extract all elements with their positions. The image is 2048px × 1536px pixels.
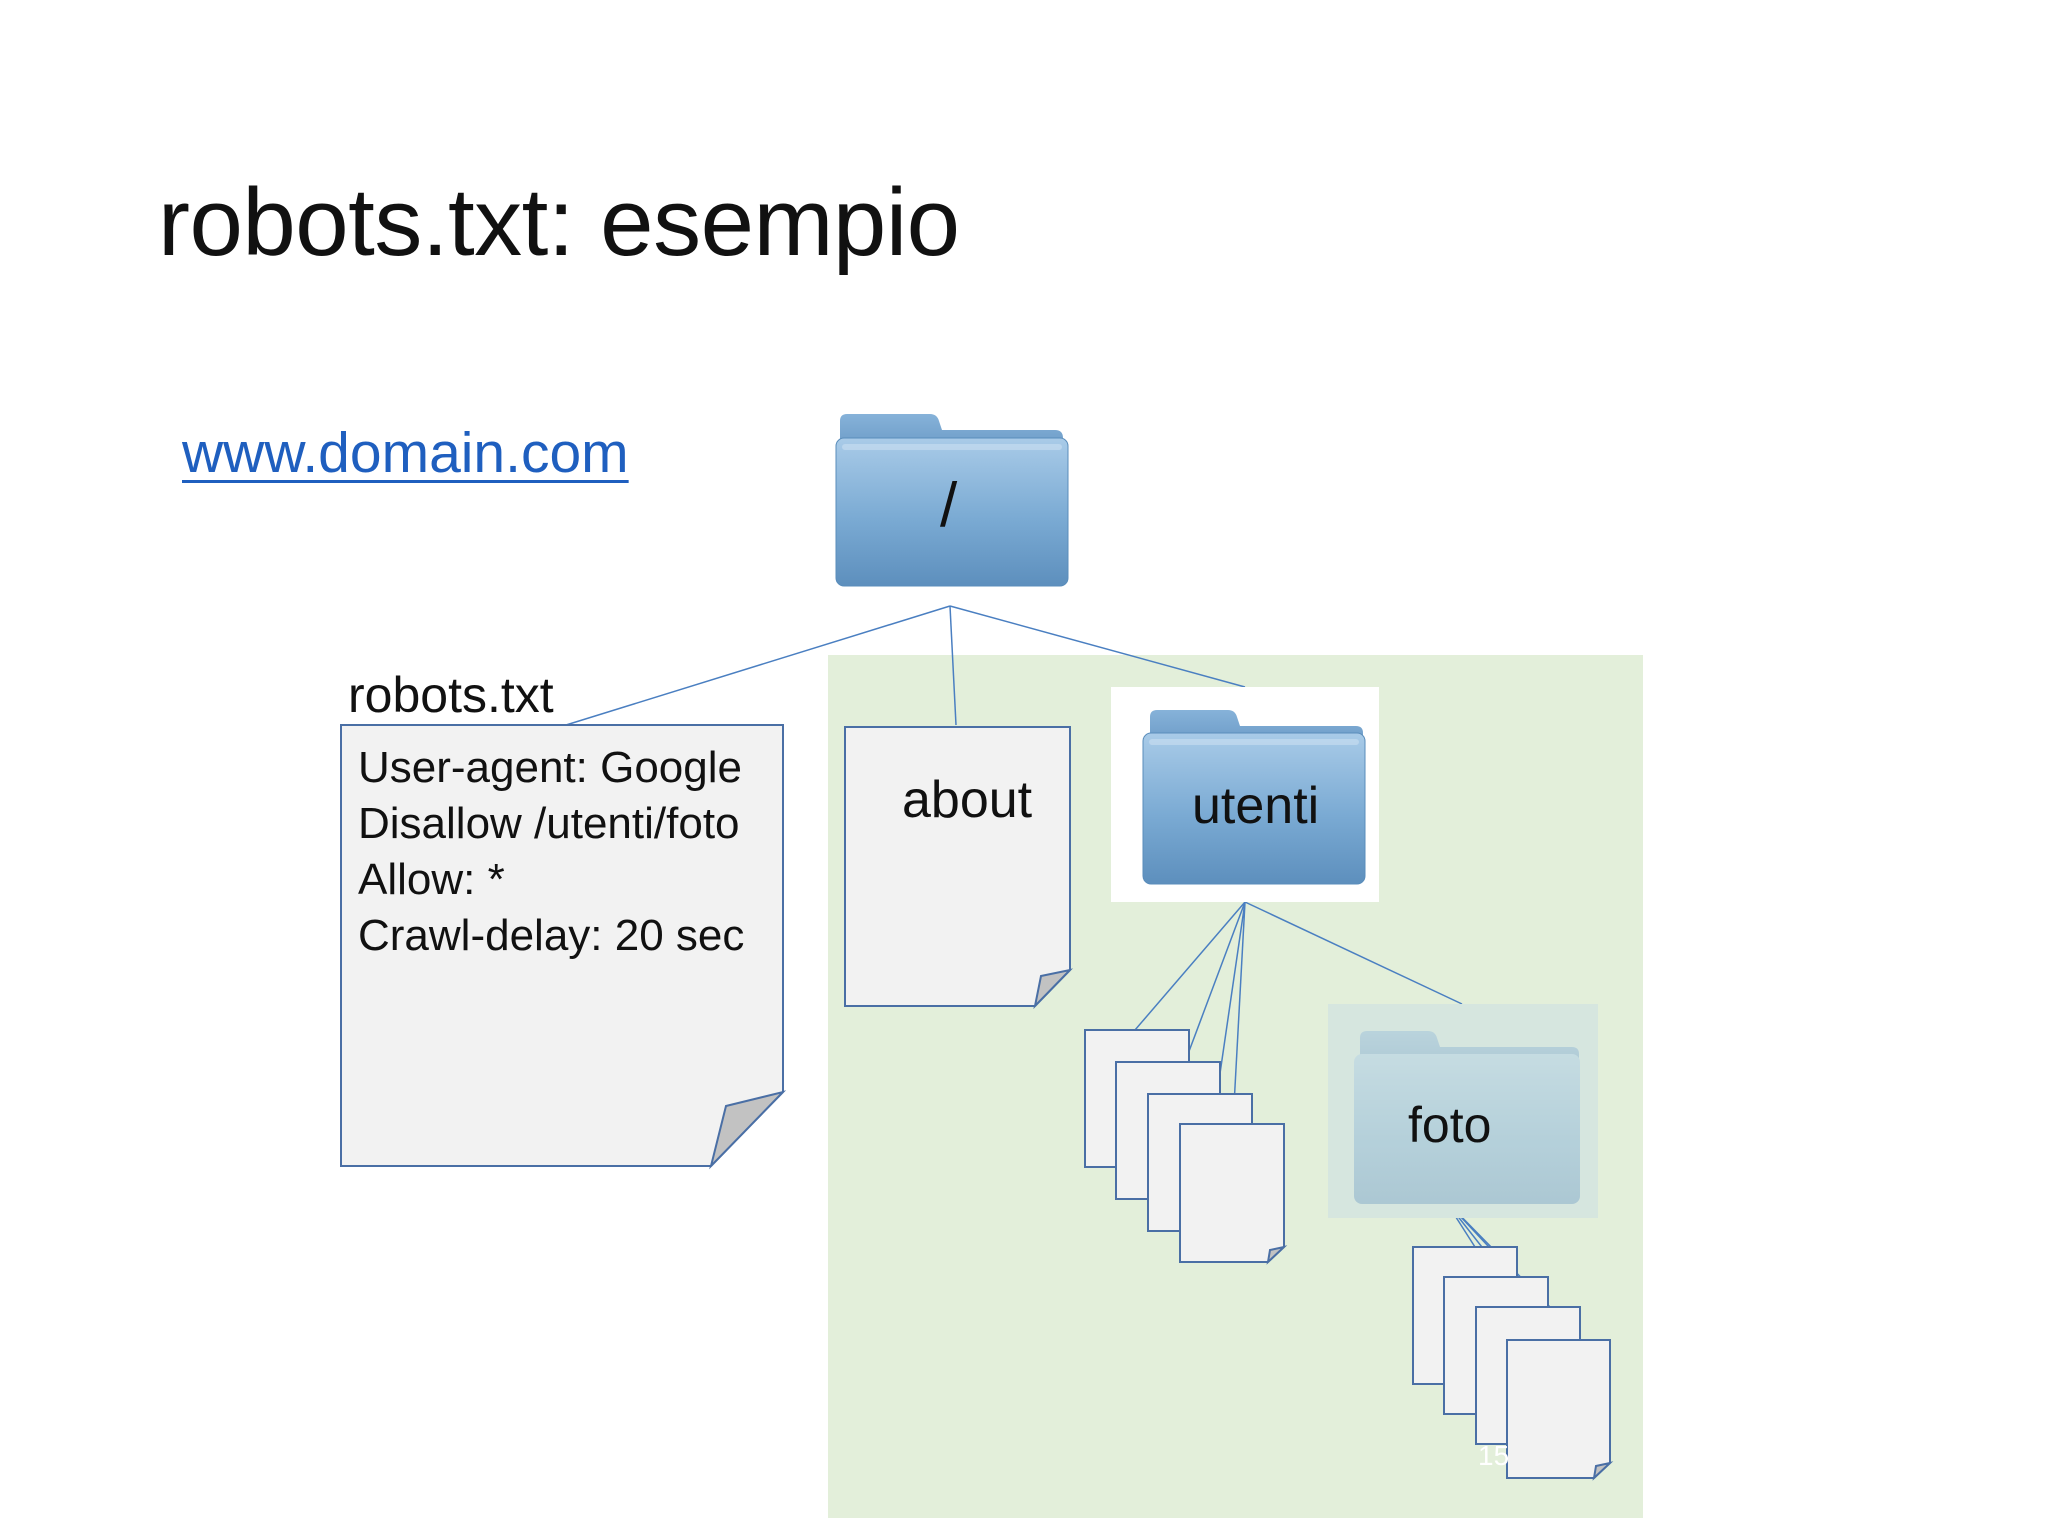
slide-title: robots.txt: esempio [158, 169, 960, 276]
foto-folder-icon [1354, 1031, 1580, 1204]
connector-lines [565, 605, 1556, 1341]
root-folder-icon [835, 414, 1069, 587]
robots-line-disallow: Disallow /utenti/foto [358, 799, 740, 848]
robots-line-user-agent: User-agent: Google [358, 743, 742, 792]
utenti-folder-icon [1142, 710, 1366, 885]
robots-file-page [340, 724, 787, 1170]
utenti-folder-label: utenti [1192, 777, 1320, 835]
foto-pages-stack [1412, 1246, 1614, 1481]
about-page-label: about [902, 771, 1033, 829]
robots-line-allow: Allow: * [358, 855, 505, 904]
robots-file-label: robots.txt [348, 667, 554, 723]
about-file-page [844, 726, 1073, 1010]
robots-file-content: User-agent: Google Disallow /utenti/foto… [358, 740, 744, 964]
slide-number: 15 [1478, 1440, 1510, 1471]
foto-folder-label: foto [1408, 1097, 1492, 1153]
robots-line-crawl-delay: Crawl-delay: 20 sec [358, 911, 745, 960]
root-folder-label: / [940, 471, 958, 540]
domain-link[interactable]: www.domain.com [182, 421, 629, 485]
utenti-pages-stack [1084, 1029, 1288, 1265]
